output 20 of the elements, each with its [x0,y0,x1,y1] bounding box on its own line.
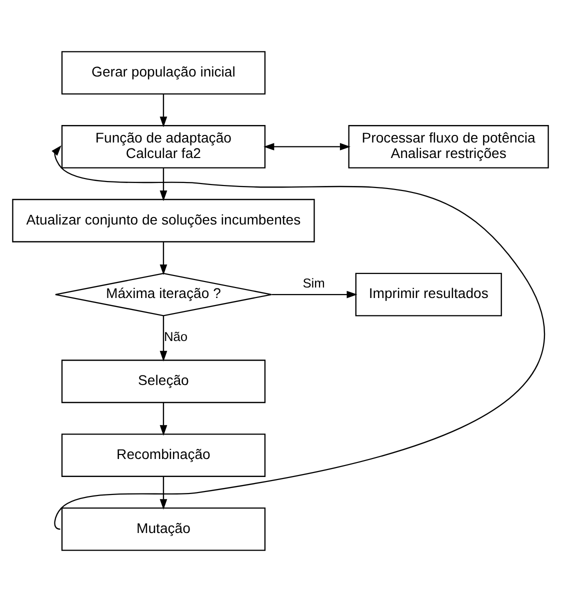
node-diamond: Máxima iteração ? [54,272,272,316]
node-box: Imprimir resultados [355,272,502,316]
arrow [160,476,168,510]
node-box: Mutação [61,506,266,550]
arrow [52,144,545,529]
arrow [160,402,168,436]
node-box: Recombinação [61,433,266,476]
edge-label: Não [164,328,188,344]
node-box: Gerar população inicial [61,50,266,94]
arrow [160,315,168,361]
node-box: Função de adaptação Calcular fa2 [61,124,266,168]
arrow [160,94,168,127]
node-box: Atualizar conjunto de soluções incumbentes [12,198,315,242]
arrow [264,142,351,150]
edge-label: Sim [302,274,325,290]
node-box: Seleção [61,359,266,403]
arrow [272,290,358,298]
node-box: Processar fluxo de potência Analisar restrições [348,124,549,168]
arrow [160,242,168,275]
arrow [160,168,168,201]
